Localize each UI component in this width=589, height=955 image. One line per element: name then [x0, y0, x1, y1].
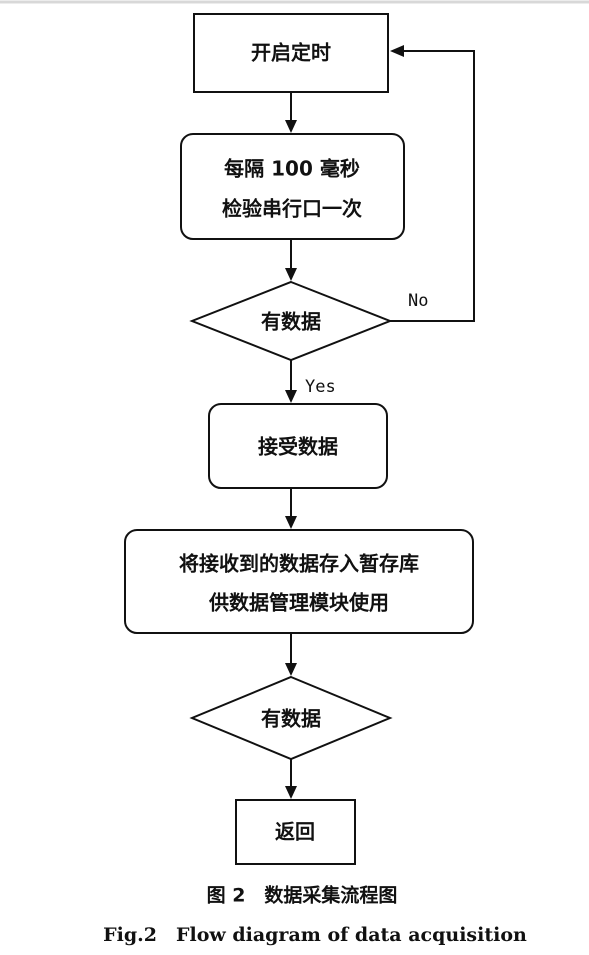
store-data-label-line1: 将接收到的数据存入暂存库	[179, 552, 419, 576]
poll-serial-box	[180, 133, 405, 240]
check-data-label-1: 有数据	[261, 310, 321, 334]
arrowhead-check1-to-receive	[285, 390, 297, 403]
return-box	[235, 799, 356, 865]
store-data-label-line2: 供数据管理模块使用	[208, 591, 389, 615]
receive-data-label: 接受数据	[258, 435, 338, 459]
poll-serial-label-line2: 检验串行口一次	[222, 197, 362, 221]
check-data-label-2: 有数据	[261, 707, 321, 731]
start-timer-label: 开启定时	[251, 41, 331, 65]
arrowhead-no-loop	[390, 45, 404, 57]
poll-serial-label-line1: 每隔 100 毫秒	[224, 157, 360, 181]
no-label: No	[408, 291, 428, 311]
figure-caption-english: Fig.2 Flow diagram of data acquisition	[103, 924, 527, 946]
arrowhead-receive-to-store	[285, 516, 297, 529]
figure-caption-chinese: 图 2 数据采集流程图	[207, 884, 398, 907]
return-label: 返回	[275, 820, 315, 844]
arrowhead-start-to-poll	[285, 120, 297, 133]
store-data-box	[124, 529, 474, 634]
arrowhead-check2-to-return	[285, 786, 297, 799]
arrowhead-store-to-check2	[285, 663, 297, 676]
yes-label: Yes	[305, 377, 336, 397]
receive-data-box	[208, 403, 388, 489]
arrowhead-poll-to-check1	[285, 268, 297, 281]
edge-no-loop	[390, 50, 475, 322]
